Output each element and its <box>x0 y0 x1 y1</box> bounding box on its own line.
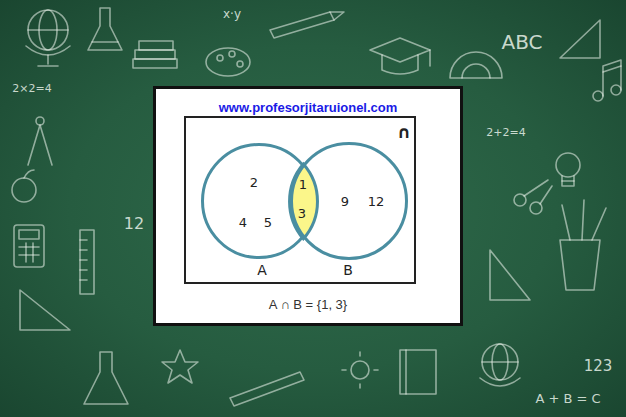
set-b-circle: 9 12B <box>290 142 408 280</box>
element-number: 2 <box>250 176 258 189</box>
element-number: 5 <box>264 216 272 229</box>
chalk-text: ABC <box>501 32 542 52</box>
universe-rectangle: ∩245A13912B <box>184 116 416 284</box>
element-number: 12 <box>368 195 385 208</box>
element-number: 1 <box>299 177 307 190</box>
caption: A ∩ B = {1, 3} <box>269 298 347 311</box>
set-name: B <box>343 263 353 277</box>
chalk-text: 2×2=4 <box>12 83 51 94</box>
element-number: 3 <box>298 206 306 219</box>
chalk-text: 12 <box>124 216 144 232</box>
element-number: 9 <box>341 195 349 208</box>
operation-symbol: ∩ <box>397 124 411 141</box>
intersection-region-outline <box>290 164 317 239</box>
set-name: A <box>257 263 267 277</box>
element-number: 4 <box>239 216 247 229</box>
chalk-text: 2+2=4 <box>486 127 525 138</box>
set-b-circle-outline <box>290 142 408 280</box>
chalk-text: x·y <box>223 8 241 20</box>
chalk-text: A + B = C <box>535 392 600 405</box>
intersection-region: 13 <box>290 164 317 239</box>
site-url: www.profesorjitaruionel.com <box>219 101 398 114</box>
chalk-text: 123 <box>584 359 613 374</box>
